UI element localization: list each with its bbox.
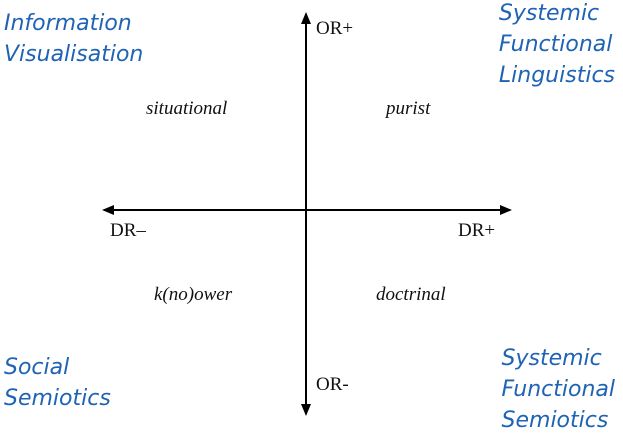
corner-label-systemic-functional-semiotics: Systemic Functional Semiotics [502, 343, 615, 436]
corner-label-line: Systemic [498, 1, 600, 26]
corner-label-line: Visualisation [4, 42, 144, 67]
corner-label-line: Semiotics [4, 386, 111, 411]
corner-label-social-semiotics: Social Semiotics [4, 352, 111, 414]
corner-label-line: Functional [498, 32, 613, 57]
quadrant-label-situational: situational [146, 98, 228, 119]
quadrant-label-knower: k(no)ower [154, 284, 233, 305]
corner-label-line: Systemic [501, 346, 602, 371]
corner-label-line: Information [4, 11, 132, 36]
corner-label-line: Functional [501, 377, 615, 402]
axis-label-dr-plus: DR+ [458, 220, 496, 241]
corner-label-systemic-functional-linguistics: Systemic Functional Linguistics [499, 0, 615, 91]
axis-label-dr-minus: DR– [110, 220, 146, 241]
quadrant-label-purist: purist [386, 98, 431, 119]
axis-label-or-minus: OR- [316, 374, 349, 395]
axis-label-or-plus: OR+ [316, 18, 354, 39]
quadrant-label-doctrinal: doctrinal [376, 284, 446, 305]
corner-label-line: Social [4, 355, 70, 380]
corner-label-information-visualisation: Information Visualisation [4, 8, 143, 70]
corner-label-line: Semiotics [501, 408, 609, 433]
corner-label-line: Linguistics [498, 63, 615, 88]
